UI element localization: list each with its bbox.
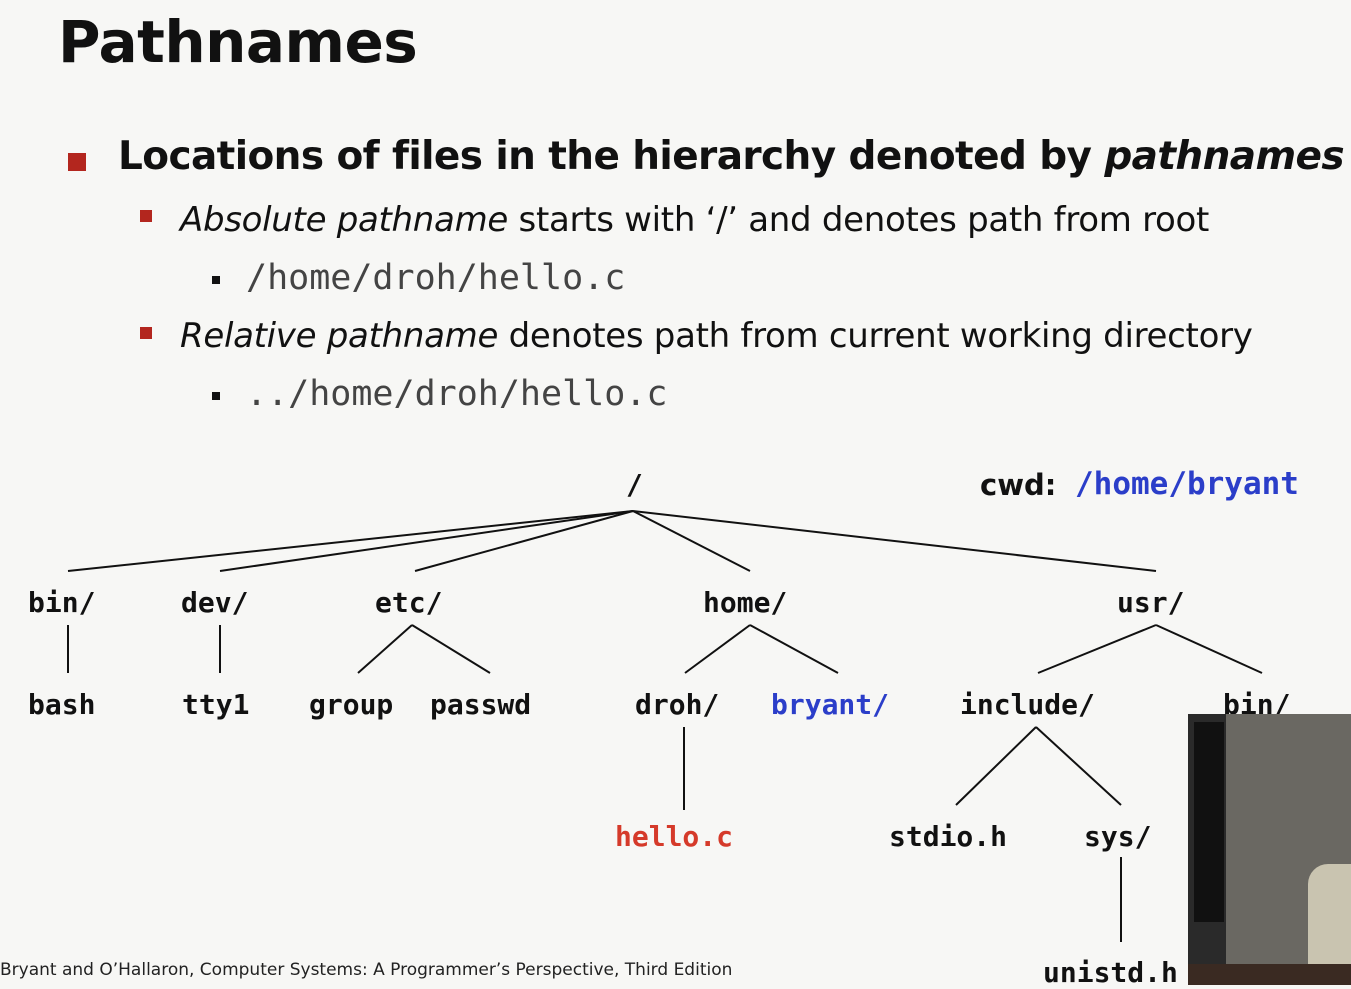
bullet-marker (212, 276, 220, 284)
node-sys: sys/ (1084, 820, 1152, 853)
speaker-video-thumbnail (1188, 714, 1351, 985)
node-bash: bash (28, 688, 96, 721)
bullet-main-em: pathnames (1104, 134, 1344, 179)
node-include: include/ (960, 688, 1095, 721)
bullet-main: Locations of files in the hierarchy deno… (118, 134, 1345, 179)
bullet-marker (140, 210, 152, 222)
node-bin: bin/ (28, 586, 96, 619)
node-tty1: tty1 (182, 688, 250, 721)
footer-citation: Bryant and O’Hallaron, Computer Systems:… (0, 960, 733, 980)
node-home: home/ (703, 586, 788, 619)
absolute-example: /home/droh/hello.c (246, 258, 626, 298)
node-usr: usr/ (1117, 586, 1185, 619)
node-bryant: bryant/ (771, 688, 890, 721)
absolute-bullet: Absolute pathname starts with ‘/’ and de… (180, 200, 1209, 240)
node-group: group (309, 688, 394, 721)
relative-desc: denotes path from current working direct… (498, 316, 1253, 356)
absolute-term: Absolute pathname (180, 200, 509, 240)
bullet-marker (68, 153, 86, 171)
bullet-marker (212, 392, 220, 400)
relative-term: Relative pathname (180, 316, 499, 356)
relative-bullet: Relative pathname denotes path from curr… (180, 316, 1253, 356)
node-droh: droh/ (635, 688, 720, 721)
node-root: / (626, 468, 643, 501)
node-dev: dev/ (181, 586, 249, 619)
absolute-desc: starts with ‘/’ and denotes path from ro… (508, 200, 1210, 240)
bullet-main-text: Locations of files in the hierarchy deno… (118, 134, 1105, 179)
relative-example: ../home/droh/hello.c (246, 374, 668, 414)
node-etc: etc/ (375, 586, 443, 619)
node-stdio: stdio.h (889, 820, 1008, 853)
cwd-value: /home/bryant (1075, 466, 1299, 502)
page-title: Pathnames (58, 8, 418, 76)
cwd-label: cwd: (980, 468, 1057, 502)
node-unistd: unistd.h (1043, 956, 1178, 989)
bullet-marker (140, 327, 152, 339)
node-passwd: passwd (430, 688, 532, 721)
node-hello: hello.c (615, 820, 734, 853)
